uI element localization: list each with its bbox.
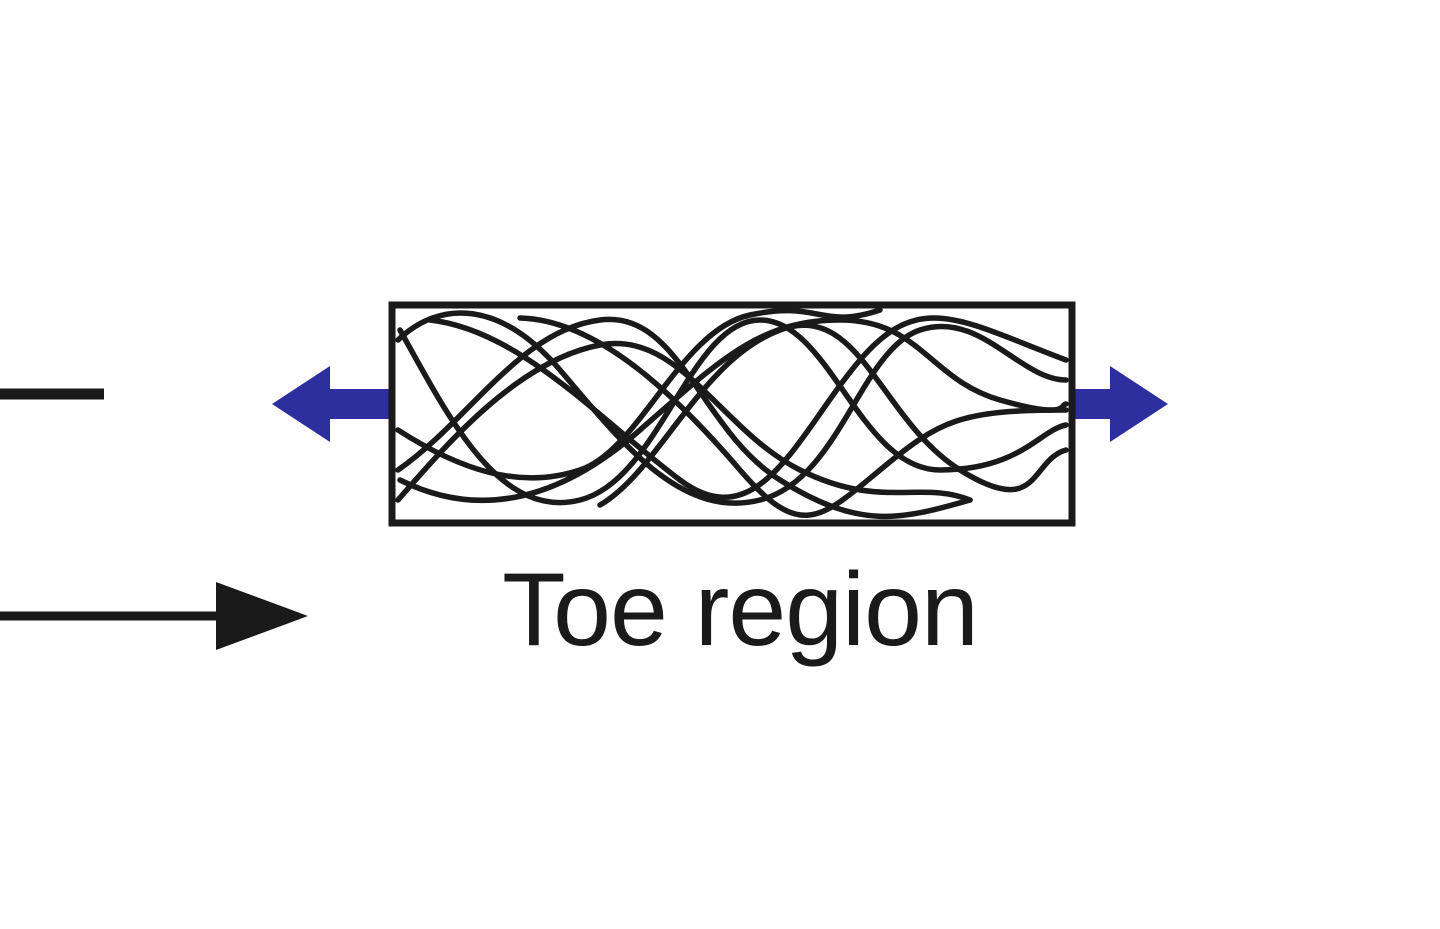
stretch-arrow-right-icon	[1070, 366, 1168, 442]
fiber-box-outline	[388, 301, 1076, 527]
fiber-5	[395, 340, 973, 503]
fiber-3	[397, 317, 1069, 506]
stretch-arrow-left-icon	[272, 366, 392, 442]
fiber-8	[517, 315, 1069, 519]
crimped-fiber-bundle	[388, 301, 1076, 527]
fiber-6	[427, 315, 1069, 500]
fiber-9	[597, 322, 1069, 508]
partial-edge-arrow	[0, 582, 308, 650]
fiber-4	[395, 307, 883, 481]
fiber-1	[395, 310, 1069, 506]
diagram-caption: Toe region	[502, 552, 978, 668]
